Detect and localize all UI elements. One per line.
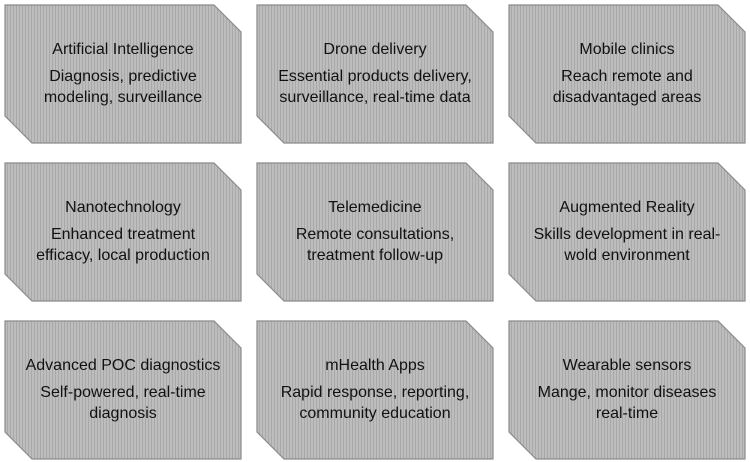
- card-background: [256, 320, 494, 460]
- card-description-line: Essential products delivery,: [278, 68, 472, 85]
- card-description-line: diagnosis: [89, 405, 157, 422]
- card-description-line: Mange, monitor diseases: [537, 384, 717, 401]
- card-description-line: Diagnosis, predictive: [49, 68, 197, 85]
- card-shape: [508, 320, 746, 460]
- card-title: Augmented Reality: [559, 199, 695, 216]
- card-description-line: real-time: [595, 405, 659, 422]
- card-title: Drone delivery: [323, 41, 427, 58]
- card-shape: [4, 320, 242, 460]
- card-description-line: Reach remote and: [561, 68, 693, 85]
- card-description-line: Self-powered, real-time: [40, 384, 206, 401]
- card-shape: [256, 4, 494, 144]
- card-background: [508, 4, 746, 144]
- card-title: Telemedicine: [328, 199, 422, 216]
- card-background: [4, 320, 242, 460]
- card-background: [256, 162, 494, 302]
- card-title: mHealth Apps: [325, 357, 425, 374]
- card-title: Wearable sensors: [562, 357, 692, 374]
- card-description-line: Remote consultations,: [295, 226, 455, 243]
- card-title: Nanotechnology: [65, 199, 181, 216]
- card-shape: [508, 162, 746, 302]
- card-description-line: treatment follow-up: [306, 247, 444, 264]
- card-description-line: efficacy, local production: [36, 247, 210, 264]
- card-background: [4, 162, 242, 302]
- card-description-line: Rapid response, reporting,: [280, 384, 470, 401]
- card-background: [508, 162, 746, 302]
- card-description-line: community education: [299, 405, 451, 422]
- card-shape: [4, 162, 242, 302]
- card-description-line: wold environment: [564, 247, 690, 264]
- card-title: Mobile clinics: [579, 41, 675, 58]
- card-background: [508, 320, 746, 460]
- card-shape: [256, 162, 494, 302]
- card-description-line: modeling, surveillance: [43, 89, 203, 106]
- card-description-line: Enhanced treatment: [50, 226, 196, 243]
- card-description-line: surveillance, real-time data: [279, 89, 471, 106]
- card-background: [4, 4, 242, 144]
- card-shape: [4, 4, 242, 144]
- card-title: Advanced POC diagnostics: [25, 357, 221, 374]
- card-title: Artificial Intelligence: [52, 41, 194, 58]
- card-description-line: Skills development in real-: [533, 226, 721, 243]
- card-background: [256, 4, 494, 144]
- card-shape: [508, 4, 746, 144]
- card-description-line: disadvantaged areas: [552, 89, 702, 106]
- card-shape: [256, 320, 494, 460]
